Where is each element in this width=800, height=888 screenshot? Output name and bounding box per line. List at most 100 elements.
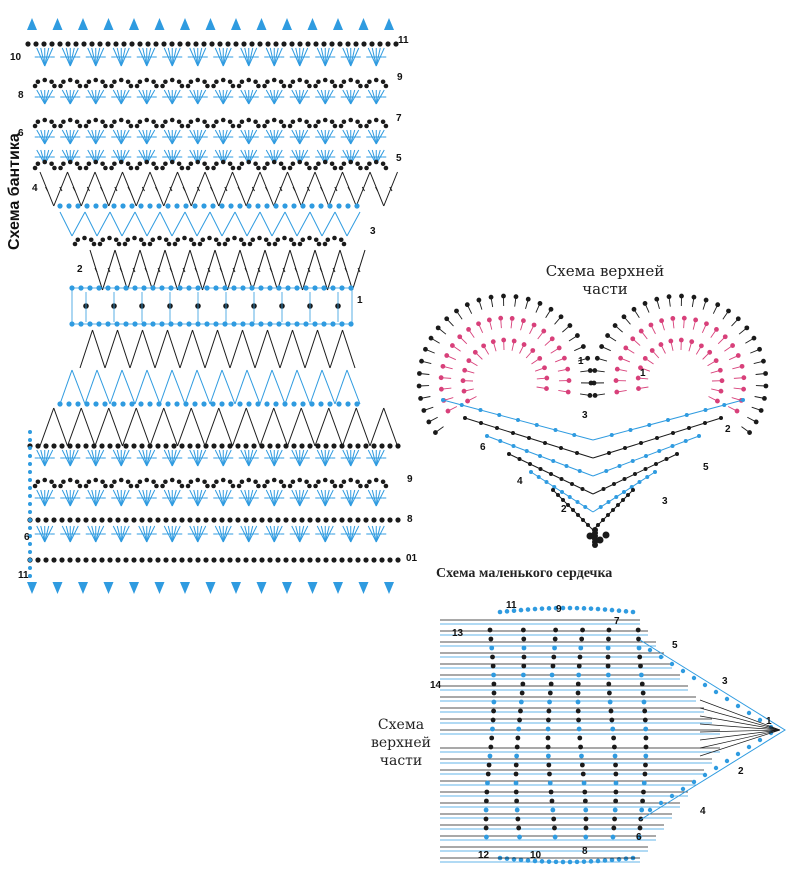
- chain-dot: [43, 557, 48, 562]
- chain-dot: [560, 477, 564, 481]
- chain-dot: [35, 557, 40, 562]
- chain-dot: [687, 426, 691, 430]
- chain-dot: [163, 443, 168, 448]
- chain-dot: [291, 443, 296, 448]
- chain-dot: [606, 673, 611, 678]
- stitch-line: [456, 311, 462, 319]
- chain-dot: [93, 118, 98, 123]
- chain-dot: [187, 443, 192, 448]
- chain-dot: [297, 478, 302, 483]
- chain-dot: [195, 557, 200, 562]
- stitch-line: [438, 328, 446, 334]
- chain-dot: [49, 41, 54, 46]
- chain-dot: [665, 457, 669, 461]
- chain-dot: [521, 628, 526, 633]
- chain-dot: [297, 41, 302, 46]
- stitch-line: [370, 408, 384, 446]
- arrow-up-marker: [129, 18, 139, 30]
- chain-dot: [332, 236, 337, 241]
- arrow-down-marker: [231, 582, 241, 594]
- row-number: 3: [722, 676, 728, 687]
- chain-dot: [580, 628, 585, 633]
- chain-dot: [342, 242, 347, 247]
- chain-dot: [546, 754, 551, 759]
- stitch-line: [72, 370, 85, 404]
- chain-dot: [120, 401, 125, 406]
- chain-dot: [262, 166, 267, 171]
- chain-dot: [93, 160, 98, 165]
- chain-dot: [147, 203, 152, 208]
- chain-dot: [57, 203, 62, 208]
- chain-dot: [364, 484, 369, 489]
- stitch-line: [469, 361, 478, 366]
- chain-dot: [551, 817, 556, 822]
- stitch-line: [315, 408, 329, 446]
- chain-dot: [78, 166, 83, 171]
- stitch-line: [160, 212, 172, 236]
- chain-dot: [187, 517, 192, 522]
- chain-dot: [291, 79, 296, 84]
- row-number: 7: [396, 113, 402, 124]
- chain-dot: [165, 203, 170, 208]
- chain-dot: [231, 84, 236, 89]
- arrow-up-marker: [231, 18, 241, 30]
- row-number: 3: [582, 410, 588, 421]
- chain-dot: [187, 557, 192, 562]
- chain-dot: [314, 237, 319, 242]
- stitch-line: [97, 370, 110, 404]
- chain-dot: [381, 119, 386, 124]
- chain-dot: [279, 479, 284, 484]
- chain-dot: [246, 78, 251, 83]
- arrow-up-marker: [155, 18, 165, 30]
- chain-dot: [282, 124, 287, 129]
- chain-dot: [511, 431, 515, 435]
- stitch-line: [479, 324, 483, 333]
- stitch-line: [652, 350, 659, 358]
- stitch-line: [602, 347, 611, 351]
- chain-dot: [147, 557, 152, 562]
- stitch-line: [347, 370, 360, 404]
- stitch-line: [330, 330, 343, 368]
- stitch-line: [68, 408, 82, 446]
- chain-dot: [211, 84, 216, 89]
- chain-dot: [272, 118, 277, 123]
- chain-dot: [115, 557, 120, 562]
- chain-dot: [75, 237, 80, 242]
- arrow-down-marker: [155, 582, 165, 594]
- chain-dot: [186, 84, 191, 89]
- stitch-line: [247, 212, 260, 236]
- chain-dot: [221, 160, 226, 165]
- stitch-line: [272, 212, 285, 236]
- chain-dot: [545, 480, 549, 484]
- chain-dot: [300, 237, 305, 242]
- stitch-line: [285, 370, 297, 404]
- chain-dot: [318, 401, 323, 406]
- chain-dot: [207, 236, 212, 241]
- chain-dot: [316, 161, 321, 166]
- chain-dot: [491, 664, 496, 669]
- chain-dot: [131, 517, 136, 522]
- stitch-line: [246, 408, 260, 446]
- chain-dot: [160, 84, 165, 89]
- arrow-up-marker: [206, 18, 216, 30]
- chain-dot: [596, 607, 601, 612]
- chain-dot: [540, 606, 545, 611]
- chain-dot: [517, 718, 522, 723]
- chain-dot: [155, 443, 160, 448]
- chain-dot: [180, 124, 185, 129]
- chain-dot: [259, 557, 264, 562]
- chain-dot: [381, 479, 386, 484]
- chain-dot: [644, 454, 648, 458]
- chain-dot: [68, 160, 73, 165]
- chain-dot: [100, 479, 105, 484]
- stitch-line: [297, 212, 310, 236]
- chain-dot: [214, 479, 219, 484]
- stitch-line: [322, 212, 335, 236]
- chain-dot: [515, 736, 520, 741]
- chain-dot: [28, 430, 32, 434]
- chain-dot: [556, 493, 560, 497]
- chain-dot: [237, 166, 242, 171]
- chain-dot: [312, 285, 317, 290]
- arrow-up-marker: [104, 18, 114, 30]
- chain-dot: [154, 84, 159, 89]
